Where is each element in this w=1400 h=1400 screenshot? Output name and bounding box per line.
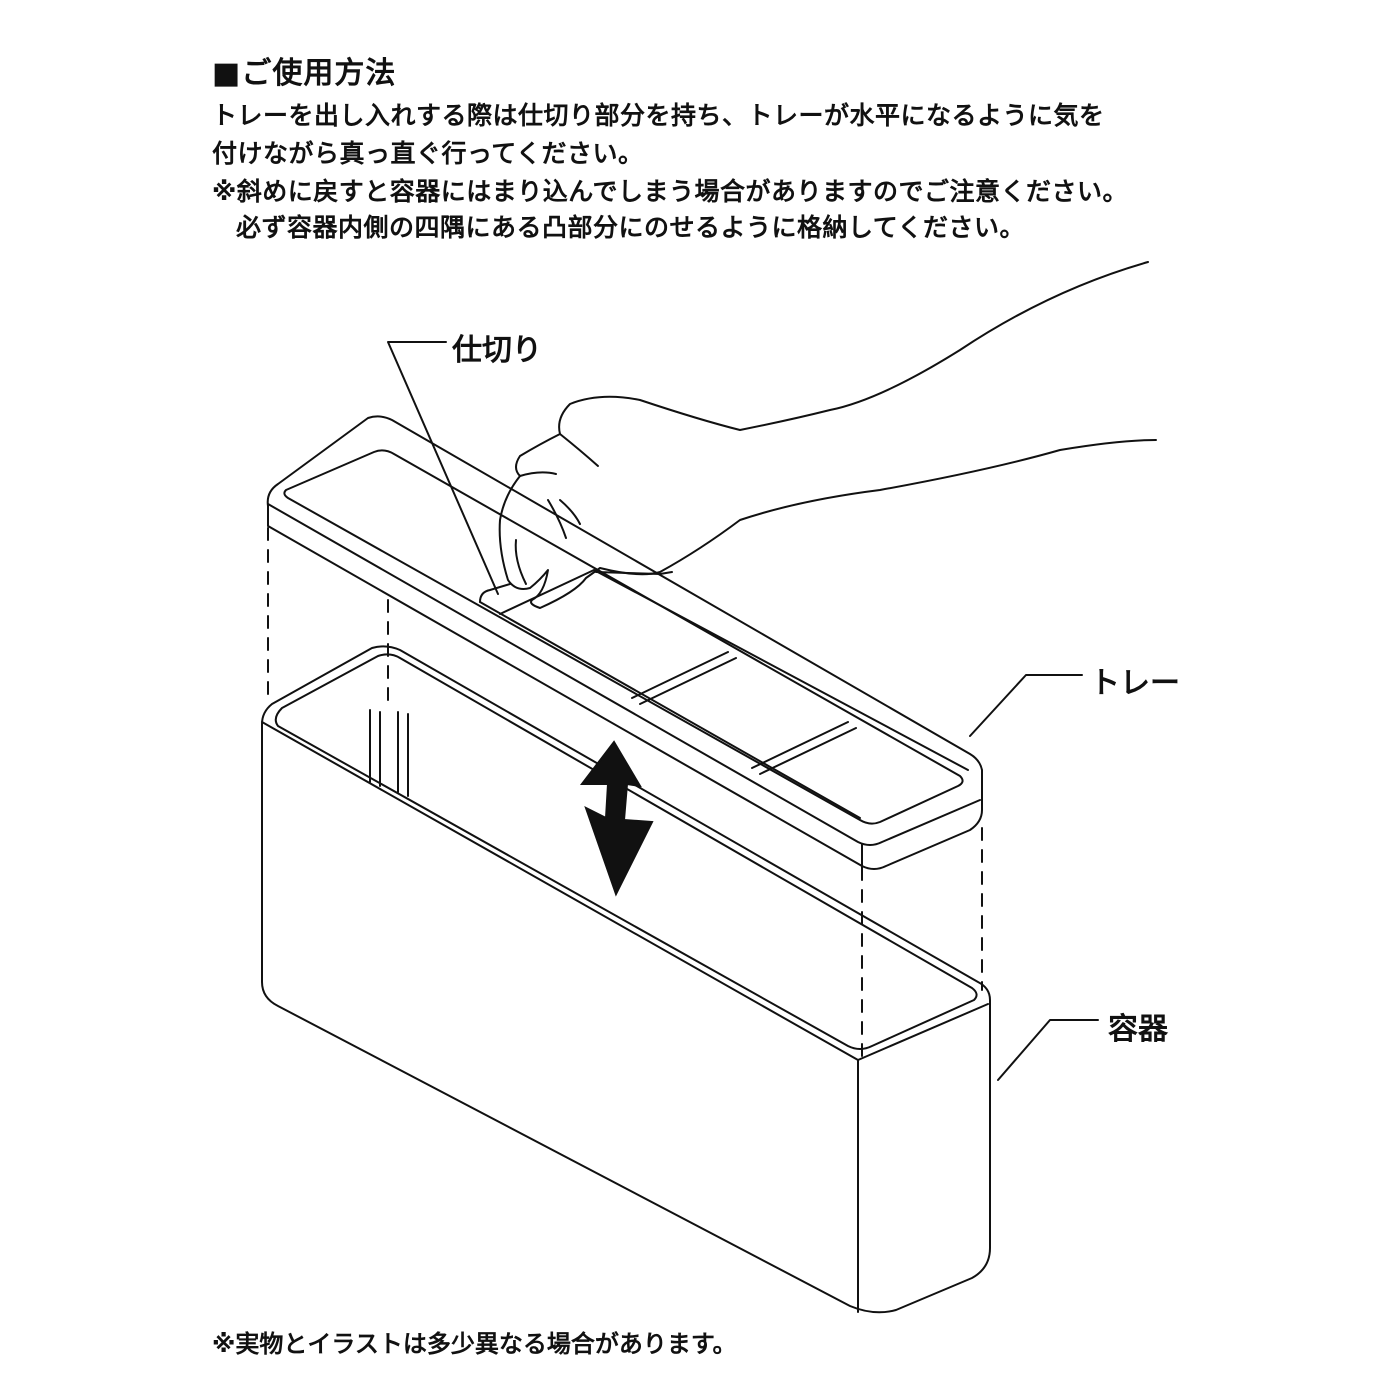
container-box bbox=[261, 645, 991, 1314]
instruction-note-2: 必ず容器内側の四隅にある凸部分にのせるように格納してください。 bbox=[236, 213, 1026, 242]
tray-leader-line bbox=[969, 674, 1083, 737]
instructions-heading: ■ご使用方法 bbox=[212, 56, 397, 91]
instruction-line-1: トレーを出し入れする際は仕切り部分を持ち、トレーが水平になるように気を bbox=[212, 101, 1105, 130]
container-leader-line bbox=[997, 1019, 1099, 1081]
hand-illustration bbox=[498, 261, 1157, 609]
up-down-arrow-icon bbox=[579, 740, 654, 897]
instruction-note-1: ※斜めに戻すと容器にはまり込んでしまう場合がありますのでご注意ください。 bbox=[212, 177, 1129, 206]
alignment-guides bbox=[267, 527, 983, 1061]
partition-label: 仕切り bbox=[452, 333, 542, 368]
footnote: ※実物とイラストは多少異なる場合があります。 bbox=[212, 1330, 737, 1358]
tray-label: トレー bbox=[1090, 666, 1180, 701]
partition-leader-line bbox=[387, 341, 499, 595]
instruction-line-2: 付けながら真っ直ぐ行ってください。 bbox=[212, 139, 644, 168]
container-label: 容器 bbox=[1108, 1012, 1168, 1047]
